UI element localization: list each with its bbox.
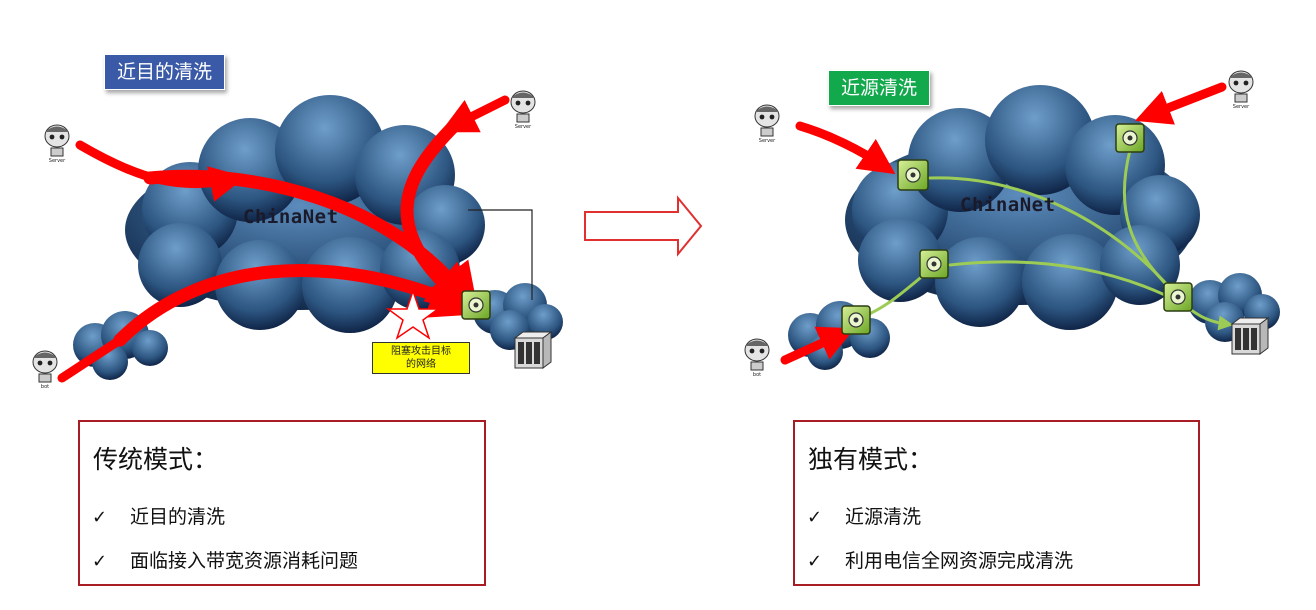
cloud-label: ChinaNet [243,206,339,228]
check-icon: ✓ [92,507,108,528]
hacker-icon [754,104,780,137]
check-icon: ✓ [807,507,823,528]
scrubber-icon [1163,282,1193,312]
list-item: ✓ 近目的清洗 [92,502,225,529]
hacker-icon [44,124,70,157]
scrubber-icon [841,305,871,335]
list-item-label: 利用电信全网资源完成清洗 [845,550,1074,572]
note-line: 的网络 [406,359,436,370]
traditional-mode-box: 传统模式： ✓ 近目的清洗 ✓ 面临接入带宽资源消耗问题 [78,420,486,586]
scrubber-icon [1115,123,1145,153]
list-item: ✓ 利用电信全网资源完成清洗 [807,546,1073,573]
right-target-cloud [1188,273,1280,342]
left-target-cloud [473,283,563,350]
hacker-caption: bot [752,372,762,378]
hacker-caption: Server [514,124,532,130]
list-item-label: 面临接入带宽资源消耗问题 [130,550,359,572]
list-item-label: 近目的清洗 [130,506,226,528]
hacker-caption: Server [1232,104,1250,110]
list-item: ✓ 面临接入带宽资源消耗问题 [92,546,358,573]
note-line: 阻塞攻击目标 [391,346,451,357]
unique-mode-box: 独有模式： ✓ 近源清洗 ✓ 利用电信全网资源完成清洗 [793,420,1200,586]
server-icon [1230,317,1270,355]
scrubber-icon [897,159,929,191]
cloud-label: ChinaNet [960,194,1056,216]
check-icon: ✓ [807,551,823,572]
list-item-label: 近源清洗 [845,506,922,528]
check-icon: ✓ [92,551,108,572]
badge-near-destination: 近目的清洗 [104,54,226,90]
left-small-cloud [73,311,168,380]
badge-near-source: 近源清洗 [828,70,931,106]
hacker-caption: Server [758,138,776,144]
hacker-icon [32,350,58,383]
hacker-icon [1228,70,1254,103]
left-main-cloud [125,95,485,333]
star-icon [385,288,441,340]
box-title: 传统模式： [93,445,219,474]
hacker-icon [744,338,770,371]
hacker-caption: Server [48,158,66,164]
attack-arrows-right [780,82,1227,365]
hacker-caption: bot [40,384,50,390]
blocked-network-note: 阻塞攻击目标 的网络 [372,342,470,374]
hacker-icon [510,90,536,123]
attack-arrows-left [57,95,510,383]
server-icon [513,331,553,369]
link-line [468,209,533,300]
list-item: ✓ 近源清洗 [807,502,921,529]
arrow-right-icon [584,195,703,257]
scrubber-icon [919,249,949,279]
scrubber-icon [461,290,491,320]
box-title: 独有模式： [808,445,934,474]
